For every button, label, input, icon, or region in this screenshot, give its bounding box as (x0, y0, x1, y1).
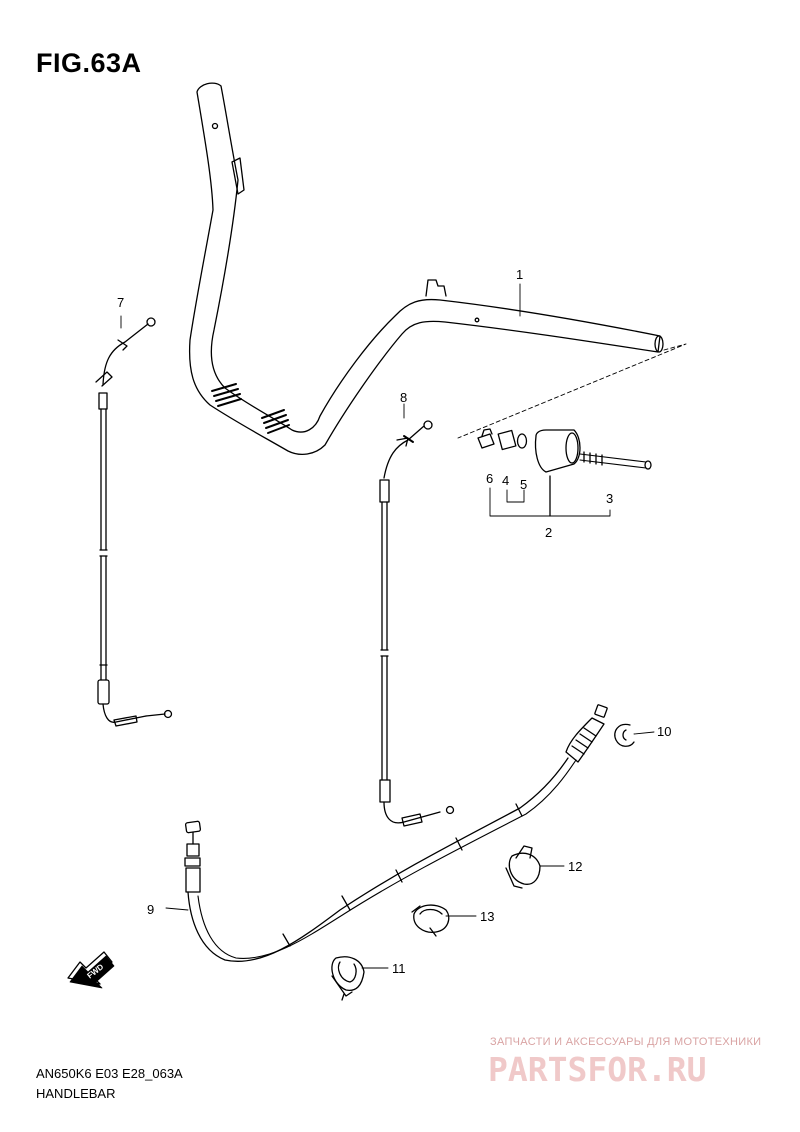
diagram-code: AN650K6 E03 E28_063A (36, 1066, 183, 1081)
callout-2: 2 (545, 525, 552, 540)
callout-13: 13 (480, 909, 494, 924)
clamp-11 (331, 956, 389, 1001)
throttle-cable-2 (379, 403, 455, 827)
watermark-subtitle: ЗАПЧАСТИ И АКСЕССУАРЫ ДЛЯ МОТОТЕХНИКИ (490, 1036, 762, 1048)
clamp-12 (505, 845, 565, 889)
throttle-cable-1 (95, 315, 173, 727)
callout-11: 11 (392, 961, 406, 976)
callout-12: 12 (568, 859, 582, 874)
callout-7: 7 (117, 295, 124, 310)
handlebar-part (188, 82, 687, 456)
callout-5: 5 (520, 477, 527, 492)
callout-3: 3 (606, 491, 613, 506)
callout-10: 10 (657, 724, 671, 739)
callout-9: 9 (147, 902, 154, 917)
callout-4: 4 (502, 473, 509, 488)
watermark-brand: PARTSFOR.RU (488, 1050, 707, 1089)
figure-title: FIG.63A (36, 48, 142, 78)
clamp-13 (411, 904, 477, 937)
diagram-name: HANDLEBAR (36, 1086, 116, 1101)
bar-end-assembly (477, 428, 652, 517)
callout-8: 8 (400, 390, 407, 405)
callout-6: 6 (486, 471, 493, 486)
e-clip (614, 723, 655, 747)
fwd-arrow-icon (67, 951, 115, 989)
long-cable (165, 704, 608, 962)
callout-1: 1 (516, 267, 523, 282)
